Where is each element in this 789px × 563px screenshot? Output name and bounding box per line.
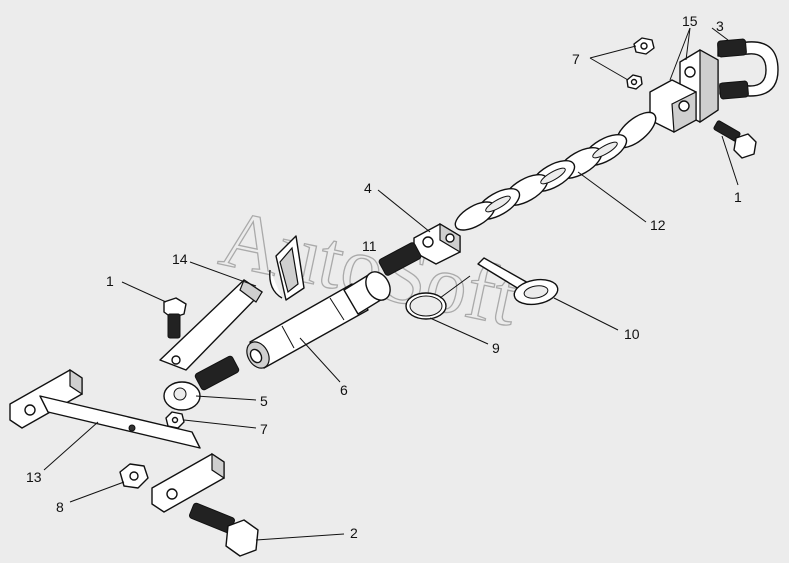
- callout-14: 14: [172, 251, 188, 267]
- callout-3: 3: [716, 18, 724, 34]
- callout-6: 6: [340, 382, 348, 398]
- tube-part-6: [246, 271, 391, 369]
- callout-1-right: 1: [734, 189, 742, 205]
- callout-7-upper: 7: [572, 51, 580, 67]
- callout-2: 2: [350, 525, 358, 541]
- nut-part-7-upper: [633, 37, 655, 55]
- callout-10: 10: [624, 326, 640, 342]
- spring-clip-part-11: [269, 235, 305, 301]
- callout-labels: 15 3 7 1 4 11 12 14 1 10 9 6 5 7 13 8 2: [26, 13, 742, 541]
- callout-4: 4: [364, 180, 372, 196]
- ring-pin-part-9: [405, 275, 471, 320]
- callout-9: 9: [492, 340, 500, 356]
- bolt-part-2: [189, 502, 259, 557]
- nut-part-7-bottom: [165, 411, 185, 429]
- chain-part-12: [454, 111, 657, 231]
- bolt-part-1-right: [713, 120, 757, 159]
- bracket-part-15: [649, 48, 719, 133]
- callout-13: 13: [26, 469, 42, 485]
- nut-part-8: [119, 463, 149, 489]
- clevis-part-4: [378, 222, 461, 276]
- callout-8: 8: [56, 499, 64, 515]
- callout-1-left: 1: [106, 273, 114, 289]
- arm-part-14: [159, 279, 263, 371]
- bolt-part-1-left: [163, 297, 187, 339]
- nut-part-7-lower: [626, 74, 643, 90]
- leader-lines: [43, 27, 739, 541]
- callout-5: 5: [260, 393, 268, 409]
- frame-part-13: [9, 368, 225, 513]
- callout-12: 12: [650, 217, 666, 233]
- pin-part-10: [477, 257, 559, 306]
- callout-15: 15: [682, 13, 698, 29]
- callout-7-lower: 7: [260, 421, 268, 437]
- u-shackle-part-3: [717, 38, 779, 100]
- callout-11: 11: [362, 238, 377, 254]
